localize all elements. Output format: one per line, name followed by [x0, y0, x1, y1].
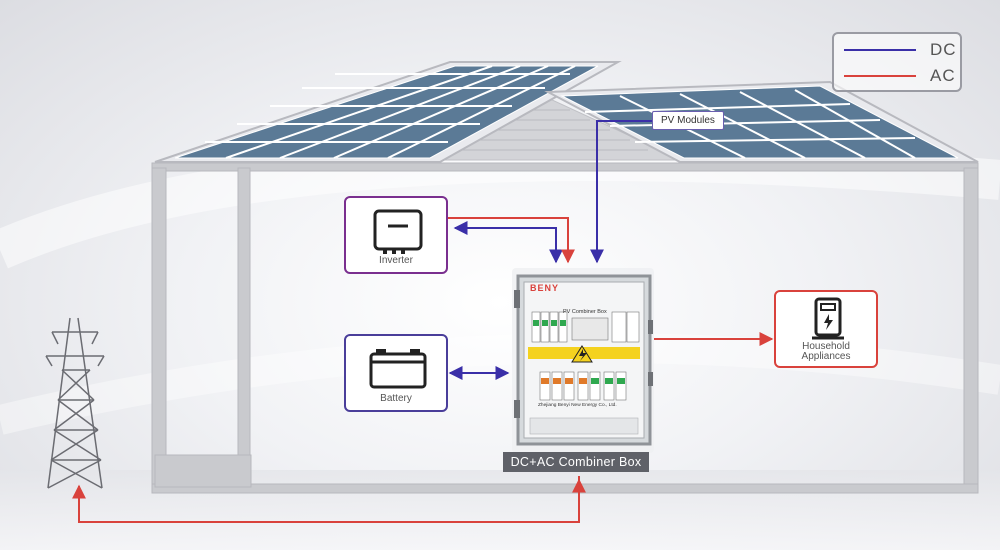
combiner-box-label: DC+AC Combiner Box [503, 452, 649, 472]
combiner-box-enclosure [512, 268, 654, 453]
legend-line-dc [844, 49, 916, 51]
legend-label-dc: DC [930, 40, 957, 59]
legend: DC AC [832, 32, 962, 92]
legend-label-ac: AC [930, 66, 956, 85]
combiner-maker: Zhejiang Benyi New Energy Co., Ltd. [538, 403, 617, 408]
legend-line-ac [844, 75, 916, 77]
combiner-panel-title: PV Combiner Box [563, 309, 607, 315]
house-frame [151, 162, 979, 494]
legend-item-dc: DC [844, 40, 957, 60]
legend-item-ac: AC [844, 66, 956, 86]
inverter-label: Inverter [379, 255, 413, 266]
battery-label: Battery [380, 393, 412, 404]
pv-modules-label: PV Modules [652, 111, 724, 130]
combiner-brand: BENY [530, 283, 560, 293]
inverter-node: Inverter [344, 196, 448, 274]
transmission-tower-icon [45, 317, 105, 489]
battery-node: Battery [344, 334, 448, 412]
battery-icon [369, 349, 427, 389]
household-label: Household Appliances [801, 341, 851, 362]
household-node: Household Appliances [774, 290, 878, 368]
inverter-icon [373, 209, 423, 254]
ev-charger-icon [812, 297, 844, 340]
